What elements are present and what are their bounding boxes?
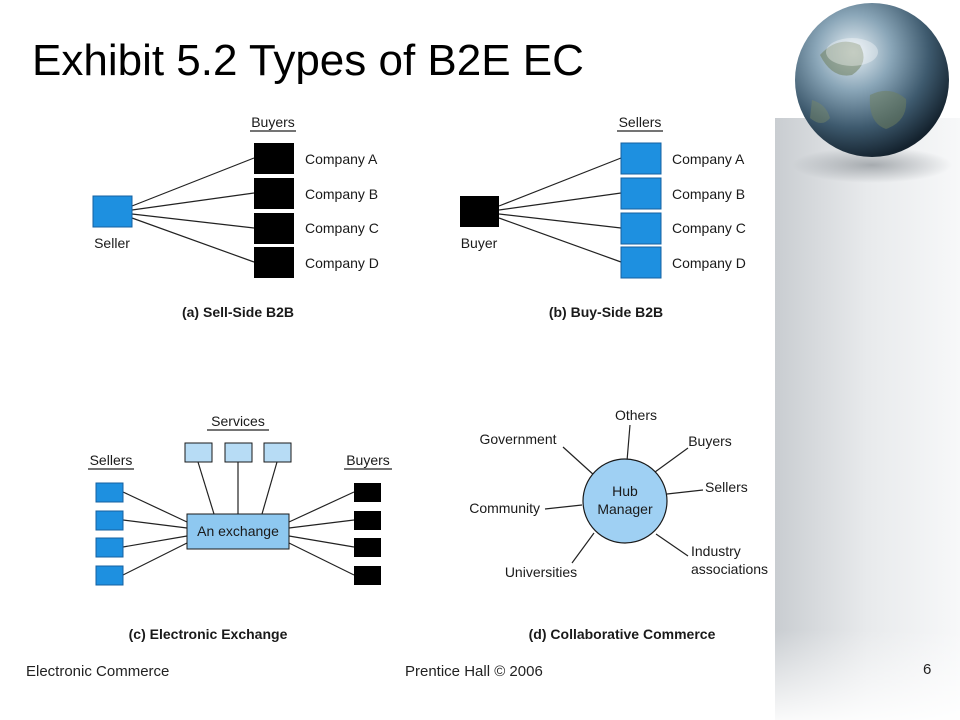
industry-label-line1: Industry	[691, 543, 741, 559]
globe-shadow	[792, 147, 952, 183]
seller-connector	[122, 491, 188, 523]
seller-connector	[122, 535, 188, 548]
caption-b: (b) Buy-Side B2B	[549, 304, 663, 320]
buyer-box	[254, 247, 294, 278]
service-connector	[261, 461, 278, 515]
community-label: Community	[469, 500, 540, 516]
panel-a-connector	[131, 157, 255, 207]
panel-electronic-exchange: Services Sellers Buyers	[88, 413, 392, 642]
hub-label-line1: Hub	[612, 483, 638, 499]
company-label: Company C	[672, 220, 746, 236]
hub-spoke	[571, 532, 595, 564]
hub-spoke	[626, 424, 631, 462]
hub-manager-node	[582, 458, 668, 544]
panel-b-connector	[498, 213, 622, 229]
buyer-box	[254, 178, 294, 209]
service-box	[184, 442, 213, 463]
hub-spoke	[655, 533, 689, 557]
seller-connector	[122, 519, 188, 529]
seller-label: Seller	[94, 235, 130, 251]
seller-box	[95, 565, 124, 586]
buyer-connector	[288, 535, 355, 548]
slide-title: Exhibit 5.2 Types of B2E EC	[32, 36, 584, 85]
company-label: Company D	[672, 255, 746, 271]
globe-icon	[795, 3, 949, 157]
service-connector	[197, 461, 215, 515]
panel-buy-side: Sellers Buyer Company A Company B Compan…	[460, 114, 746, 320]
buyer-box	[354, 566, 381, 585]
panel-a-connector	[131, 217, 255, 263]
panel-a-header: Buyers	[251, 114, 295, 130]
panel-b-header: Sellers	[619, 114, 662, 130]
buyers-label: Buyers	[688, 433, 732, 449]
hub-label-line2: Manager	[597, 501, 653, 517]
buyer-node	[460, 196, 499, 227]
universities-label: Universities	[505, 564, 577, 580]
panel-sell-side: Buyers Seller Company A Company B Compan…	[92, 114, 379, 320]
sellers-label: Sellers	[90, 452, 133, 468]
footer-course: Electronic Commerce	[26, 663, 170, 680]
buyer-box	[254, 143, 294, 174]
company-label: Company B	[672, 186, 745, 202]
footer-publisher: Prentice Hall © 2006	[405, 663, 543, 680]
services-label: Services	[211, 413, 265, 429]
buyer-connector	[288, 542, 355, 576]
others-label: Others	[615, 407, 657, 423]
seller-box	[620, 212, 662, 245]
hub-spoke	[666, 489, 704, 495]
seller-box	[95, 537, 124, 558]
seller-connector	[122, 542, 188, 576]
hub-spoke	[562, 446, 596, 477]
buyer-box	[354, 511, 381, 530]
panel-a-connector	[131, 213, 255, 229]
company-label: Company A	[672, 151, 745, 167]
company-label: Company B	[305, 186, 378, 202]
buyer-box	[354, 538, 381, 557]
panel-b-connector	[498, 157, 622, 207]
caption-c: (c) Electronic Exchange	[129, 626, 288, 642]
exchange-label: An exchange	[197, 523, 279, 539]
company-label: Company D	[305, 255, 379, 271]
seller-box	[620, 246, 662, 279]
hub-spoke	[654, 447, 689, 473]
industry-label-line2: associations	[691, 561, 768, 577]
seller-box	[620, 142, 662, 175]
service-box	[224, 442, 253, 463]
panel-b-connector	[498, 192, 622, 211]
sellers-label: Sellers	[705, 479, 748, 495]
buyers-label: Buyers	[346, 452, 390, 468]
buyer-label: Buyer	[461, 235, 498, 251]
buyer-box	[354, 483, 381, 502]
caption-d: (d) Collaborative Commerce	[529, 626, 716, 642]
seller-node	[92, 195, 133, 228]
service-box	[263, 442, 292, 463]
seller-box	[620, 177, 662, 210]
company-label: Company C	[305, 220, 379, 236]
government-label: Government	[479, 431, 556, 447]
caption-a: (a) Sell-Side B2B	[182, 304, 294, 320]
buyer-box	[254, 213, 294, 244]
panel-a-connector	[131, 192, 255, 211]
seller-box	[95, 482, 124, 503]
panel-b-connector	[498, 217, 622, 263]
buyer-connector	[288, 519, 355, 529]
page-number: 6	[923, 661, 932, 678]
seller-box	[95, 510, 124, 531]
company-label: Company A	[305, 151, 378, 167]
buyer-connector	[288, 491, 355, 523]
exchange-box	[186, 513, 290, 550]
panel-collaborative-commerce: Hub Manager Others Government Buyers Sel…	[469, 407, 768, 642]
hub-spoke	[544, 504, 583, 510]
